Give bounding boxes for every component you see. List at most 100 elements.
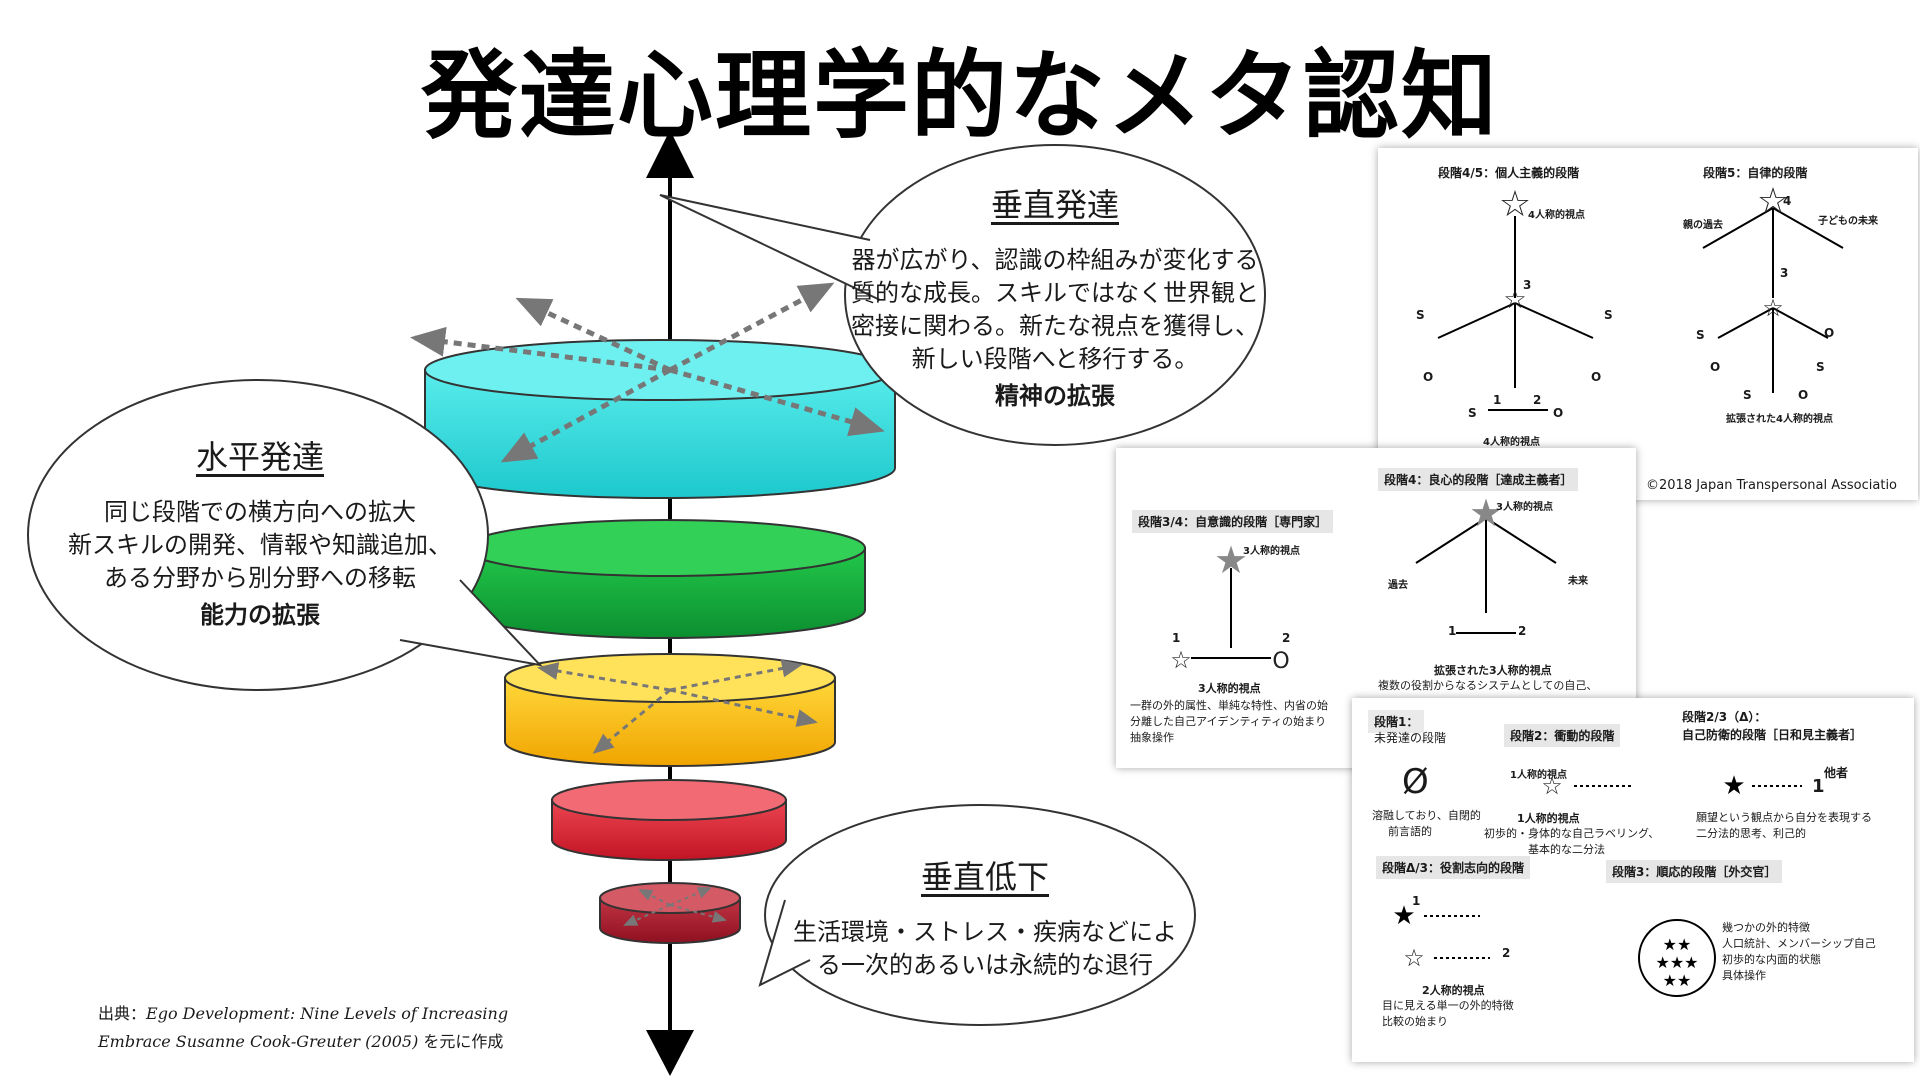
- vertical-bubble-line: 器が広がり、認識の枠組みが変化する: [851, 246, 1259, 274]
- horizontal-bubble-line: 新スキルの開発、情報や知識追加、: [68, 531, 452, 559]
- stage23-desc: 二分法的思考、利己的: [1696, 827, 1806, 840]
- stage3-title: 段階3：順応的段階［外交官］: [1606, 860, 1783, 883]
- copyright: ©2018 Japan Transpersonal Associatio: [1646, 478, 1898, 493]
- slide-title: 発達心理学的なメタ認知: [421, 40, 1499, 152]
- panel-stage-45-5: ☆ ☆ ☆ ☆ 段階4/5：個人主義的段階 段階5：自律的段階 4人称的視点 3…: [1378, 148, 1918, 500]
- label-num1: 1: [1412, 894, 1421, 908]
- view1-label: 1人称的視点: [1510, 770, 1567, 781]
- label-num2: 2: [1502, 946, 1511, 960]
- stage45-title: 段階4/5：個人主義的段階: [1438, 166, 1580, 180]
- label-s: S: [1743, 388, 1752, 402]
- label-s: S: [1816, 360, 1825, 374]
- other-label: 他者: [1824, 766, 1849, 780]
- label-s: S: [1468, 406, 1477, 420]
- s3-desc: 具体操作: [1722, 969, 1766, 982]
- label-s: S: [1604, 308, 1613, 322]
- cyan-dashed-arrows: [410, 282, 885, 463]
- star-icon: ☆: [1762, 294, 1784, 322]
- label-num1: 1: [1448, 624, 1457, 638]
- panel-stage-1-3: ☆ ★ ★ ☆ ★★★ ★★ ★★ 段階1： 未発達の段階 段階2：衝動的段階 …: [1352, 698, 1914, 1062]
- stage23-title: 段階2/3（Δ）：: [1682, 710, 1767, 724]
- decline-bubble-title: 垂直低下: [920, 858, 1049, 896]
- label-past: 親の過去: [1683, 220, 1723, 231]
- star-icon: ★: [1722, 771, 1745, 801]
- decline-bubble-line: る一次的あるいは永続的な退行: [817, 951, 1153, 979]
- disc-darkred: [599, 882, 741, 944]
- label-future: 子どもの未来: [1818, 216, 1878, 227]
- s3-desc: 人口統計、メンバーシップ自己: [1722, 937, 1876, 950]
- decline-bubble: 垂直低下 生活環境・ストレス・疾病などによ る一次的あるいは永続的な退行: [775, 852, 1195, 982]
- vertical-bubble-shape: [659, 144, 1266, 446]
- horizontal-bubble-shape: [27, 379, 543, 691]
- label-num3: 3: [1780, 266, 1789, 280]
- decline-bubble-shape: [758, 804, 1196, 1026]
- stage1-desc: 前言語的: [1388, 825, 1432, 838]
- label-num2: 2: [1533, 393, 1542, 407]
- stars-icon: ★★: [1663, 971, 1692, 990]
- circle-o-icon: 1: [1812, 776, 1825, 797]
- panel3-diagram: ☆ ★ ★ ☆ ★★★ ★★ ★★: [1392, 771, 1802, 997]
- label-3view-a: 3人称的視点: [1243, 546, 1300, 557]
- stage-d3-title: 段階Δ/3：役割志向的段階: [1376, 856, 1531, 879]
- label-num4: 4: [1783, 194, 1792, 208]
- star-icon: ☆: [1170, 646, 1192, 674]
- darkred-dashed-arrows: [623, 887, 727, 926]
- label-o: O: [1824, 326, 1835, 340]
- star-icon: ★: [1469, 491, 1503, 535]
- horizontal-bubble-line: ある分野から別分野への移転: [104, 564, 416, 592]
- label-future: 未来: [1568, 576, 1588, 587]
- desc4: 複数の役割からなるシステムとしての自己、: [1378, 679, 1598, 692]
- vertical-bubble-title: 垂直発達: [990, 186, 1119, 224]
- s3-desc: 幾つかの外的特徴: [1722, 921, 1810, 934]
- stage4-title: 段階4：良心的段階［達成主義者］: [1378, 468, 1579, 491]
- vertical-bubble-line: 質的な成長。スキルではなく世界観と: [851, 279, 1259, 307]
- disc-cyan: [424, 339, 896, 499]
- label-o: O: [1423, 370, 1434, 384]
- expanded3-caption: 拡張された3人称的視点: [1434, 664, 1552, 677]
- vertical-bubble: 垂直発達 器が広がり、認識の枠組みが変化する 質的な成長。スキルではなく世界観と…: [845, 180, 1265, 411]
- label-s: S: [1696, 328, 1705, 342]
- horizontal-bubble: 水平発達 同じ段階での横方向への拡大 新スキルの開発、情報や知識追加、 ある分野…: [40, 432, 480, 630]
- disc-red: [551, 779, 787, 861]
- caption-4view: 4人称的視点: [1483, 437, 1540, 448]
- stage1-sub: 未発達の段階: [1374, 731, 1447, 745]
- label-num1: 1: [1493, 393, 1502, 407]
- stage2-desc: 基本的な二分法: [1528, 843, 1605, 856]
- source-italic-1: Ego Development: Nine Levels of Increasi…: [146, 1004, 509, 1023]
- vertical-bubble-line: 新しい段階へと移行する。: [911, 345, 1199, 373]
- source-italic-2: Embrace Susanne Cook-Greuter (2005): [98, 1032, 419, 1051]
- stage23-sub: 自己防衛的段階［日和見主義者］: [1682, 728, 1863, 742]
- horizontal-bubble-bold: 能力の拡張: [200, 601, 320, 629]
- caption-3view: 3人称的視点: [1198, 682, 1261, 695]
- stage2-title: 段階2：衝動的段階: [1504, 724, 1621, 747]
- star-icon: ☆: [1757, 181, 1789, 222]
- label-num1: 1: [1172, 631, 1181, 645]
- label-num2: 2: [1282, 631, 1291, 645]
- label-o: O: [1591, 370, 1602, 384]
- down-arrow-icon: [646, 1030, 694, 1076]
- empty-set-icon: Ø: [1402, 762, 1429, 802]
- expanded4-caption: 拡張された4人称的視点: [1726, 414, 1833, 425]
- stage34-title: 段階3/4：自意識的段階［専門家］: [1132, 510, 1334, 533]
- star-icon: ☆: [1503, 285, 1526, 315]
- label-num2: 2: [1518, 624, 1527, 638]
- stage1-title: 段階1：: [1368, 710, 1425, 733]
- label-num3: 3: [1523, 278, 1532, 292]
- stage5-title: 段階5：自律的段階: [1703, 166, 1808, 180]
- horizontal-bubble-title: 水平発達: [195, 438, 324, 476]
- stars-icon: ★★: [1663, 935, 1692, 954]
- view2-caption: 2人称的視点: [1422, 984, 1485, 997]
- label-o: O: [1798, 388, 1809, 402]
- circle-o-icon: O: [1272, 649, 1289, 674]
- source-prefix: 出典：: [98, 1004, 147, 1023]
- disc-green: [464, 519, 866, 639]
- up-arrow-icon: [646, 130, 694, 178]
- label-past: 過去: [1388, 580, 1408, 591]
- circle-icon: [1638, 919, 1716, 997]
- stage1-desc: 溶融しており、自閉的: [1372, 809, 1481, 822]
- view1-caption: 1人称的視点: [1517, 812, 1580, 825]
- decline-bubble-line: 生活環境・ストレス・疾病などによ: [793, 918, 1177, 946]
- label-3view-b: 3人称的視点: [1496, 502, 1553, 513]
